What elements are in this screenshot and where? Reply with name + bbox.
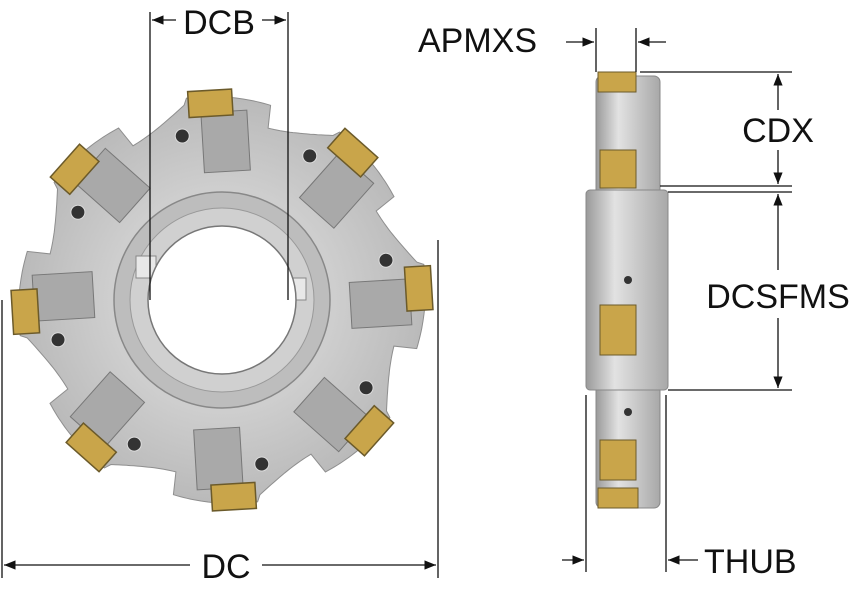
label-cdx: CDX [742,112,814,150]
side-insert-bottom [597,487,639,509]
screw [174,128,190,144]
insert [174,88,251,174]
side-screw [624,276,632,284]
side-insert-1 [599,149,637,189]
insert [293,376,395,457]
insert-tip [343,404,395,457]
side-insert-top [597,71,637,93]
dim-thub: THUB [562,395,797,581]
insert-tip [403,264,434,312]
insert-tip [10,288,41,336]
dim-cdx: CDX [640,71,814,187]
bore [147,225,297,375]
insert-tip [326,127,379,179]
label-thub: THUB [704,543,797,581]
screw [50,332,66,348]
dim-dcsfms: DCSFMS [668,191,850,391]
screw [378,252,394,268]
screw [70,204,86,220]
insert-tip [210,481,258,512]
insert-pocket [31,271,96,322]
insert [10,271,96,348]
insert [49,143,151,224]
side-hub [585,189,669,391]
label-dc: DC [201,548,250,586]
insert-tip [186,88,234,119]
cutter-front-view [10,88,434,512]
insert [298,127,379,229]
insert [193,426,270,512]
screw [358,380,374,396]
screw [302,148,318,164]
screw [254,456,270,472]
insert-tip [49,143,101,196]
side-screw [624,408,632,416]
insert [65,371,146,473]
dim-apmxs: APMXS [418,22,666,72]
dim-dcb: DCB [149,4,289,300]
insert [348,252,434,329]
insert-pocket [193,426,244,491]
screw [126,436,142,452]
inserts-front [10,88,434,512]
dim-dc: DC [1,240,439,586]
cutter-side-view [585,71,669,509]
label-dcsfms: DCSFMS [706,278,850,316]
label-apmxs: APMXS [418,22,537,60]
label-dcb: DCB [183,4,255,42]
insert-pocket [348,278,413,329]
insert-pocket [200,109,251,174]
insert-tip [65,421,118,473]
side-insert-2 [599,304,637,356]
side-insert-3 [599,439,637,481]
